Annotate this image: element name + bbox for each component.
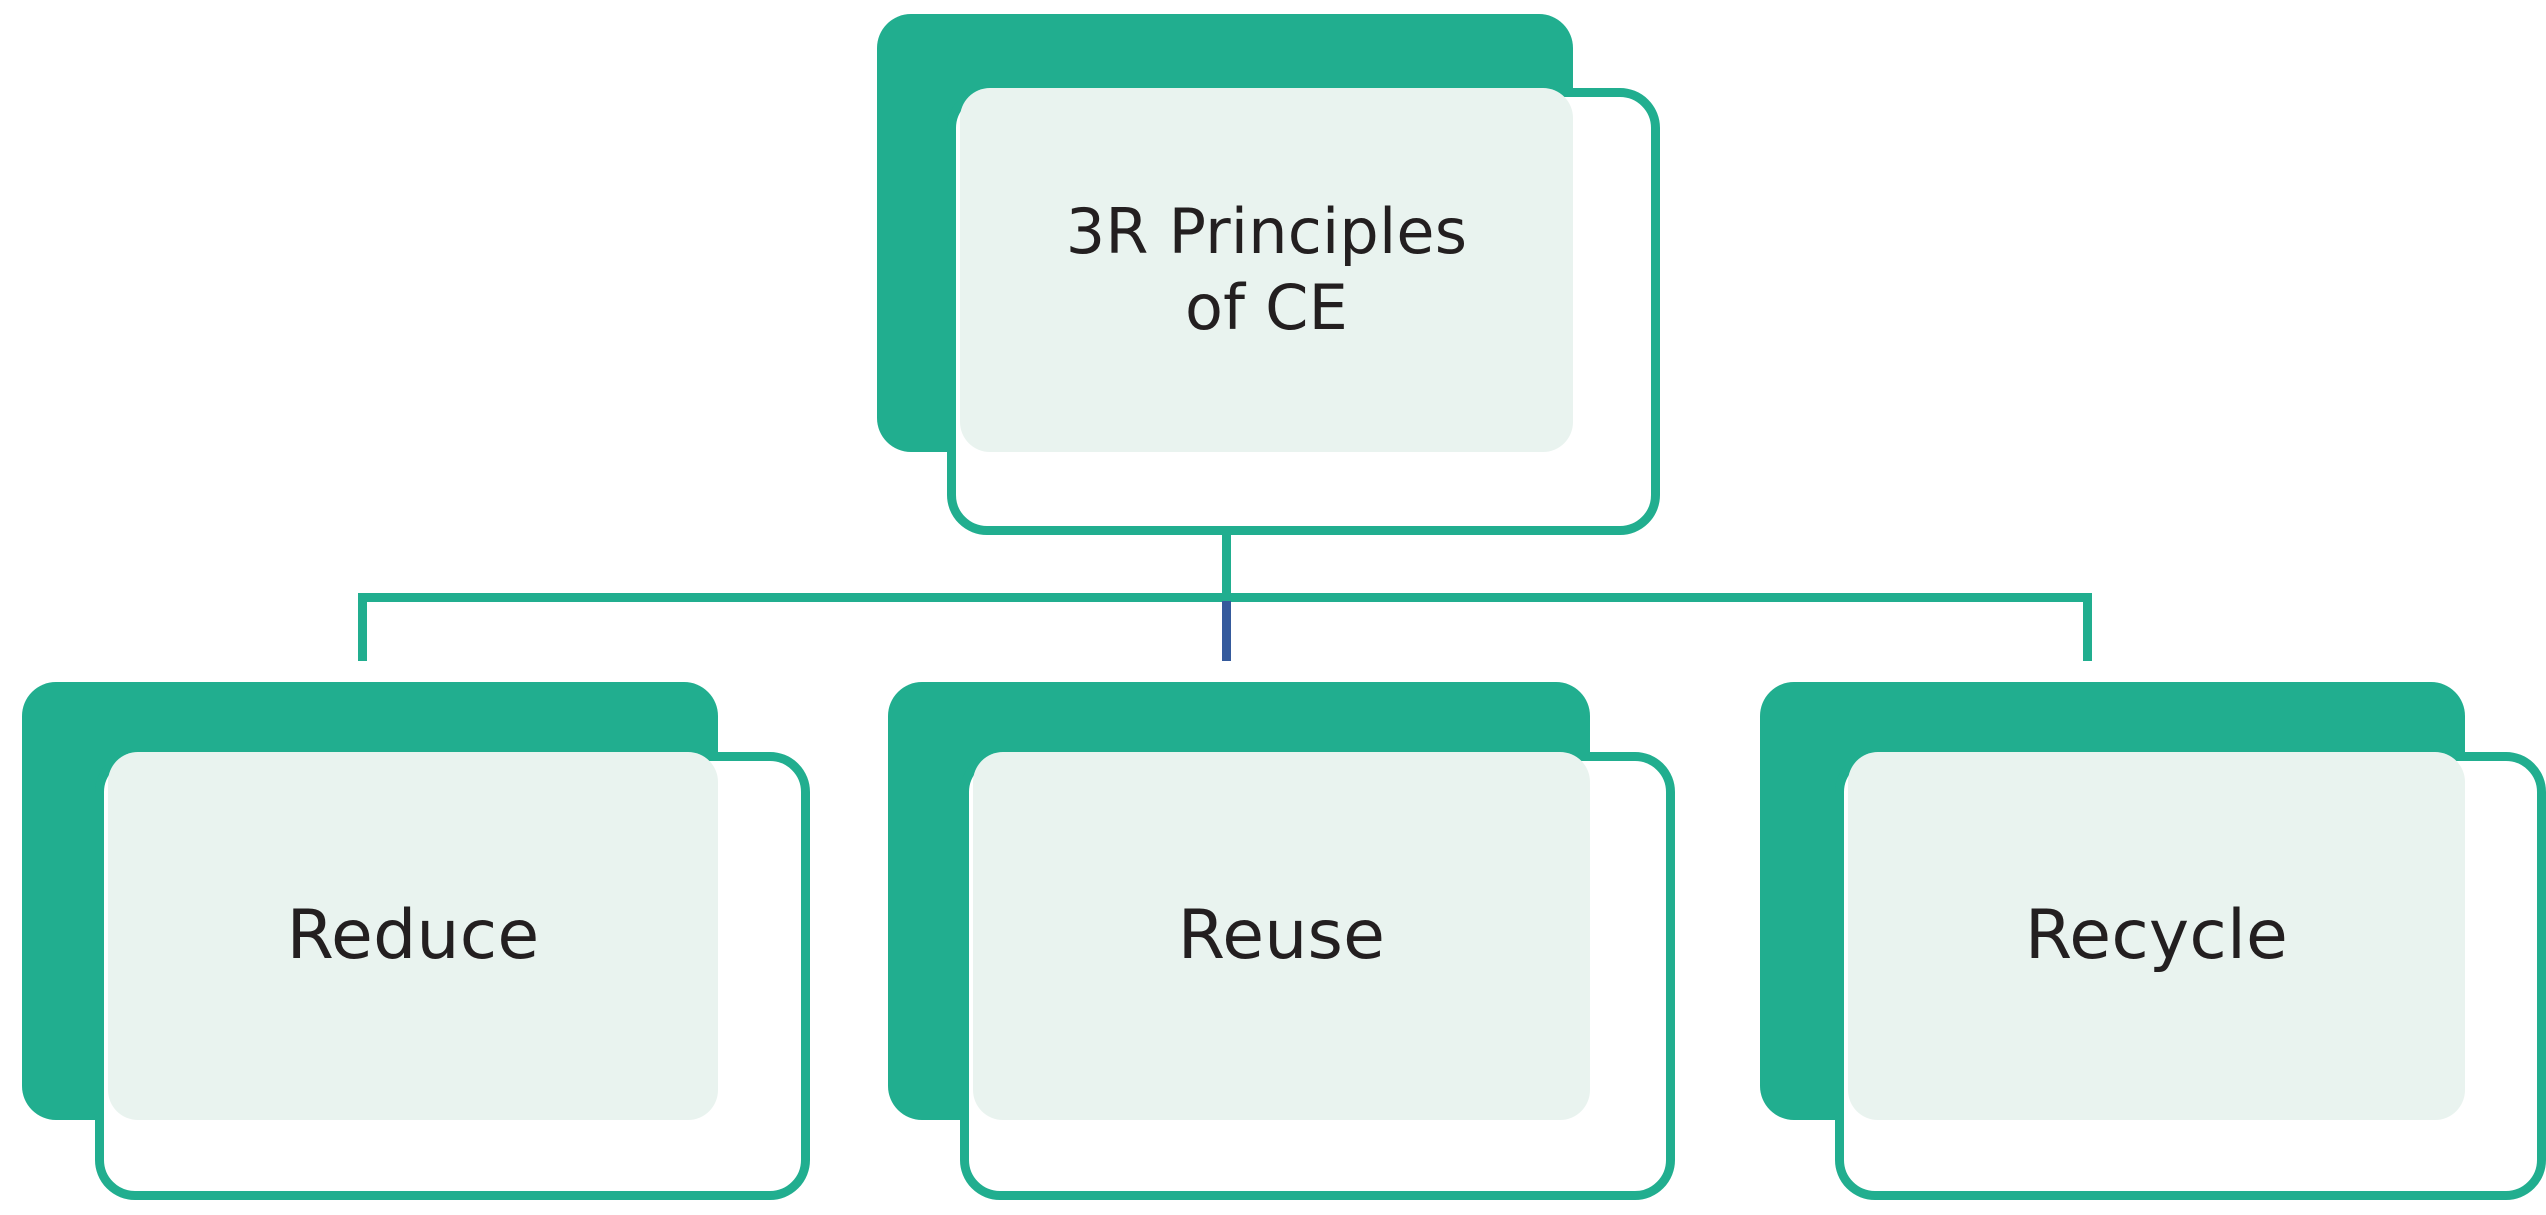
node-label-recycle: Recycle bbox=[2024, 895, 2289, 975]
node-inner-panel: 3R Principles of CE bbox=[960, 88, 1573, 452]
connector-drop-to-reuse bbox=[1222, 601, 1231, 661]
node-inner-panel: Reduce bbox=[108, 752, 718, 1120]
node-root-3r-principles[interactable]: 3R Principles of CE bbox=[0, 0, 2546, 560]
node-label-root: 3R Principles of CE bbox=[1065, 195, 1468, 344]
node-label-reuse: Reuse bbox=[1177, 895, 1386, 975]
node-child-reduce[interactable]: Reduce bbox=[0, 660, 860, 1215]
node-child-reuse[interactable]: Reuse bbox=[866, 660, 1726, 1215]
node-inner-panel: Reuse bbox=[973, 752, 1590, 1120]
node-inner-panel: Recycle bbox=[1848, 752, 2465, 1120]
node-label-reduce: Reduce bbox=[286, 895, 540, 975]
connector-horizontal-bus bbox=[358, 593, 2092, 602]
node-child-recycle[interactable]: Recycle bbox=[1738, 660, 2546, 1215]
connector-drop-to-recycle bbox=[2083, 593, 2092, 661]
connector-drop-to-reduce bbox=[358, 593, 367, 661]
